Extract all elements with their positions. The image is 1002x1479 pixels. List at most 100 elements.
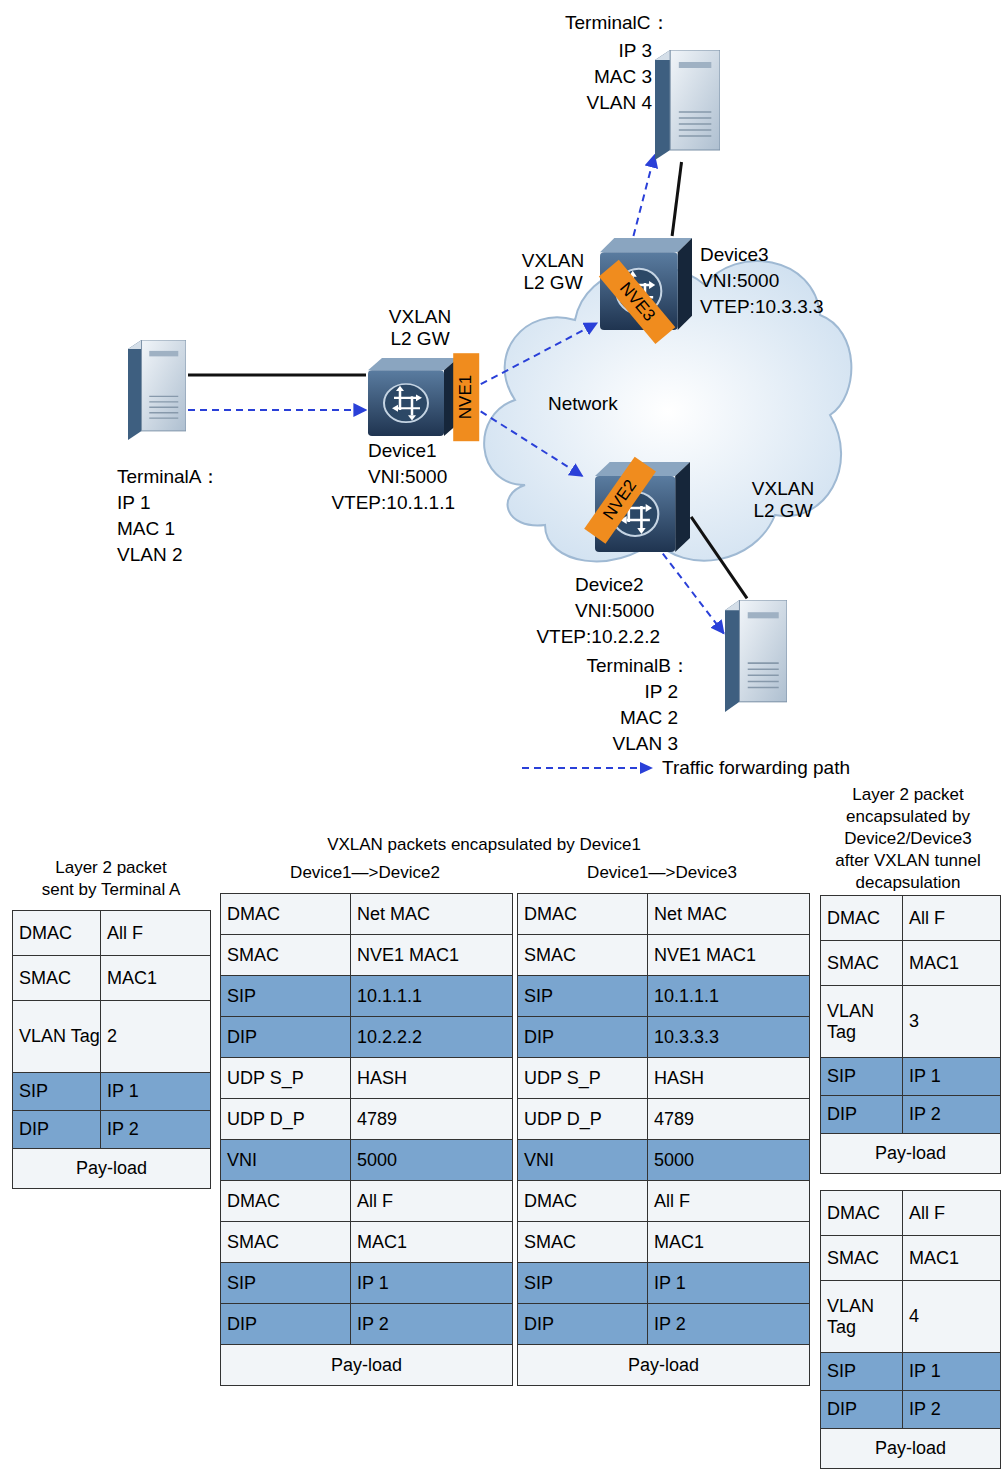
field-name-cell: SMAC bbox=[820, 1235, 903, 1281]
field-value-cell: IP 2 bbox=[902, 1390, 1001, 1429]
node-attribute: IP 2 bbox=[645, 681, 678, 703]
server-icon bbox=[655, 50, 720, 160]
table-caption: VXLAN packets encapsulated by Device1 bbox=[327, 834, 641, 856]
field-value-cell: HASH bbox=[647, 1057, 810, 1099]
payload-cell: Pay-load bbox=[12, 1148, 211, 1189]
table-caption: Device1—>Device3 bbox=[587, 862, 737, 884]
field-name-cell: SMAC bbox=[517, 1221, 648, 1263]
field-name-cell: VLAN Tag bbox=[820, 1280, 903, 1353]
node-attribute: VNI:5000 bbox=[368, 466, 447, 488]
field-name-cell: SIP bbox=[517, 1262, 648, 1304]
field-value-cell: IP 1 bbox=[647, 1262, 810, 1304]
field-value-cell: 2 bbox=[100, 1000, 211, 1073]
field-name-cell: DMAC bbox=[12, 910, 101, 956]
payload-cell: Pay-load bbox=[220, 1344, 513, 1386]
node-attribute: Device3 bbox=[700, 244, 769, 266]
field-name-cell: VLAN Tag bbox=[12, 1000, 101, 1073]
table-caption: Layer 2 packet encapsulated by Device2/D… bbox=[828, 784, 988, 894]
node-heading: VXLAN L2 GW bbox=[385, 306, 455, 350]
field-value-cell: IP 2 bbox=[902, 1095, 1001, 1134]
field-value-cell: MAC1 bbox=[350, 1221, 513, 1263]
node-heading: VXLAN L2 GW bbox=[518, 250, 588, 294]
field-value-cell: 10.1.1.1 bbox=[350, 975, 513, 1017]
field-value-cell: All F bbox=[100, 910, 211, 956]
field-value-cell: 10.3.3.3 bbox=[647, 1016, 810, 1058]
field-name-cell: DMAC bbox=[517, 1180, 648, 1222]
payload-cell: Pay-load bbox=[820, 1133, 1001, 1174]
field-value-cell: MAC1 bbox=[902, 940, 1001, 986]
legend-dash bbox=[522, 767, 644, 769]
node-attribute: VTEP:10.3.3.3 bbox=[700, 296, 824, 318]
node-heading: TerminalB： bbox=[587, 655, 690, 677]
field-value-cell: IP 2 bbox=[100, 1110, 211, 1149]
payload-cell: Pay-load bbox=[820, 1428, 1001, 1469]
node-attribute: VLAN 3 bbox=[613, 733, 678, 755]
node-attribute: VNI:5000 bbox=[575, 600, 654, 622]
node-attribute: MAC 2 bbox=[620, 707, 678, 729]
device-icon bbox=[368, 358, 458, 436]
field-value-cell: Net MAC bbox=[647, 893, 810, 935]
field-value-cell: 5000 bbox=[647, 1139, 810, 1181]
field-name-cell: DIP bbox=[820, 1095, 903, 1134]
field-value-cell: NVE1 MAC1 bbox=[647, 934, 810, 976]
field-name-cell: DMAC bbox=[820, 1190, 903, 1236]
field-name-cell: VNI bbox=[517, 1139, 648, 1181]
terminal-server: TerminalC：IP 3MAC 3VLAN 4 bbox=[655, 50, 720, 160]
field-value-cell: 4789 bbox=[647, 1098, 810, 1140]
table-caption: Layer 2 packet sent by Terminal A bbox=[39, 857, 184, 901]
field-value-cell: MAC1 bbox=[647, 1221, 810, 1263]
field-name-cell: DMAC bbox=[220, 893, 351, 935]
node-attribute: Device2 bbox=[575, 574, 644, 596]
nve-label: NVE1 bbox=[455, 375, 477, 419]
field-value-cell: 3 bbox=[902, 985, 1001, 1058]
field-value-cell: MAC1 bbox=[902, 1235, 1001, 1281]
legend-sample-line bbox=[520, 757, 655, 779]
field-name-cell: SIP bbox=[820, 1057, 903, 1096]
field-value-cell: 5000 bbox=[350, 1139, 513, 1181]
field-name-cell: SMAC bbox=[517, 934, 648, 976]
field-value-cell: All F bbox=[647, 1180, 810, 1222]
terminal-server: TerminalA：IP 1MAC 1VLAN 2 bbox=[128, 340, 186, 440]
field-name-cell: UDP D_P bbox=[220, 1098, 351, 1140]
node-attribute: VLAN 4 bbox=[587, 92, 652, 114]
field-value-cell: IP 1 bbox=[902, 1057, 1001, 1096]
legend-text: Traffic forwarding path bbox=[662, 757, 850, 779]
node-heading: TerminalC： bbox=[565, 12, 670, 34]
field-name-cell: DMAC bbox=[517, 893, 648, 935]
field-name-cell: DIP bbox=[517, 1303, 648, 1345]
field-value-cell: NVE1 MAC1 bbox=[350, 934, 513, 976]
field-value-cell: IP 1 bbox=[350, 1262, 513, 1304]
field-name-cell: SMAC bbox=[220, 934, 351, 976]
nve-interface: NVE1 bbox=[453, 353, 479, 441]
payload-cell: Pay-load bbox=[517, 1344, 810, 1386]
field-name-cell: DIP bbox=[517, 1016, 648, 1058]
node-attribute: MAC 3 bbox=[594, 66, 652, 88]
field-name-cell: SMAC bbox=[820, 940, 903, 986]
field-value-cell: All F bbox=[902, 1190, 1001, 1236]
field-value-cell: HASH bbox=[350, 1057, 513, 1099]
field-value-cell: IP 2 bbox=[647, 1303, 810, 1345]
node-attribute: VNI:5000 bbox=[700, 270, 779, 292]
field-name-cell: SMAC bbox=[220, 1221, 351, 1263]
field-value-cell: IP 1 bbox=[100, 1072, 211, 1111]
server-icon bbox=[128, 340, 186, 440]
field-value-cell: All F bbox=[902, 895, 1001, 941]
server-icon bbox=[725, 600, 787, 712]
node-attribute: VLAN 2 bbox=[117, 544, 182, 566]
field-name-cell: SIP bbox=[517, 975, 648, 1017]
field-name-cell: SMAC bbox=[12, 955, 101, 1001]
node-attribute: Device1 bbox=[368, 440, 437, 462]
field-value-cell: 10.1.1.1 bbox=[647, 975, 810, 1017]
table-caption: Device1—>Device2 bbox=[290, 862, 440, 884]
field-value-cell: 4789 bbox=[350, 1098, 513, 1140]
field-name-cell: DMAC bbox=[220, 1180, 351, 1222]
field-name-cell: VNI bbox=[220, 1139, 351, 1181]
field-name-cell: SIP bbox=[220, 975, 351, 1017]
field-value-cell: IP 1 bbox=[902, 1352, 1001, 1391]
link-cable bbox=[188, 374, 366, 377]
vxlan-gateway-device: VXLAN L2 GWDevice1VNI:5000VTEP:10.1.1.1 bbox=[368, 358, 458, 436]
network-label: Network bbox=[548, 393, 618, 415]
node-heading: TerminalA： bbox=[117, 466, 220, 488]
link-cable bbox=[672, 162, 681, 236]
